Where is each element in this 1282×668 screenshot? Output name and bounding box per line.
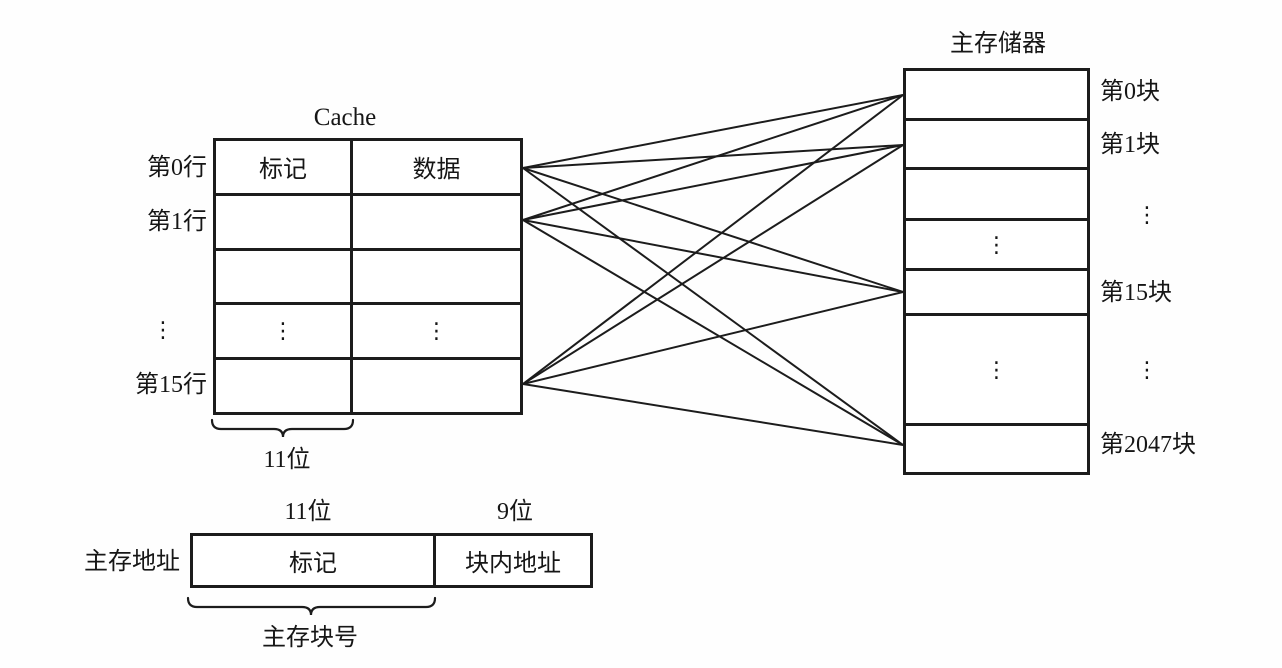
memory-block-dots-lower: ⋮	[906, 316, 1087, 426]
block-number-brace-icon	[186, 596, 437, 616]
cache-row-0: 标记 数据	[216, 141, 520, 196]
memory-block-label-15: 第15块	[1100, 280, 1172, 306]
cache-data-header: 数据	[412, 157, 461, 184]
memory-block-dots-upper: ⋮	[906, 221, 1087, 271]
address-format-box: 标记 块内地址	[190, 533, 593, 588]
cache-data-cell	[353, 251, 520, 303]
mapping-lines	[522, 94, 904, 446]
memory-table: ⋮ ⋮	[903, 68, 1090, 475]
cache-data-dots-cell: ⋮	[425, 318, 448, 344]
cache-data-cell	[353, 196, 520, 248]
memory-block-label-0: 第0块	[1100, 79, 1160, 105]
cache-tag-width-label: 11位	[263, 447, 311, 473]
address-offset-field: 块内地址	[465, 551, 561, 577]
cache-tag-cell	[216, 250, 353, 303]
memory-block-15	[906, 271, 1087, 316]
cache-data-cell	[353, 360, 520, 412]
memory-block-label-2047: 第2047块	[1100, 432, 1196, 458]
memory-block-2	[906, 170, 1087, 221]
cache-row-label-1: 第1行	[147, 209, 207, 235]
address-offset-bits-label: 9位	[497, 499, 533, 525]
cache-tag-cell	[216, 195, 353, 248]
address-tag-bits-label: 11位	[284, 499, 332, 525]
cache-row-label-0: 第0行	[147, 155, 207, 181]
cache-row-dots: ⋮ ⋮	[216, 305, 520, 361]
cache-row-15	[216, 360, 520, 412]
address-tag-field: 标记	[193, 536, 436, 585]
cache-row-label-dots: ⋮	[152, 317, 174, 342]
cache-tag-cell	[216, 360, 353, 412]
cache-row-2	[216, 250, 520, 306]
memory-block-label-dots-upper: ⋮	[1136, 202, 1158, 227]
cache-table: 标记 数据 ⋮ ⋮	[213, 138, 523, 415]
memory-block-label-dots-lower: ⋮	[1136, 357, 1158, 382]
cache-row-1	[216, 195, 520, 251]
block-number-label: 主存块号	[262, 625, 358, 651]
memory-block-0	[906, 71, 1087, 121]
cache-tag-header: 标记	[216, 141, 353, 193]
cache-tag-brace-icon	[210, 418, 355, 438]
cache-title: Cache	[313, 104, 377, 131]
memory-address-label: 主存地址	[84, 549, 180, 575]
memory-block-2047	[906, 426, 1087, 472]
memory-title: 主存储器	[950, 31, 1046, 57]
memory-block-1	[906, 121, 1087, 170]
memory-block-label-1: 第1块	[1100, 132, 1160, 158]
cache-tag-dots-cell: ⋮	[216, 305, 353, 358]
cache-row-label-15: 第15行	[135, 372, 207, 398]
